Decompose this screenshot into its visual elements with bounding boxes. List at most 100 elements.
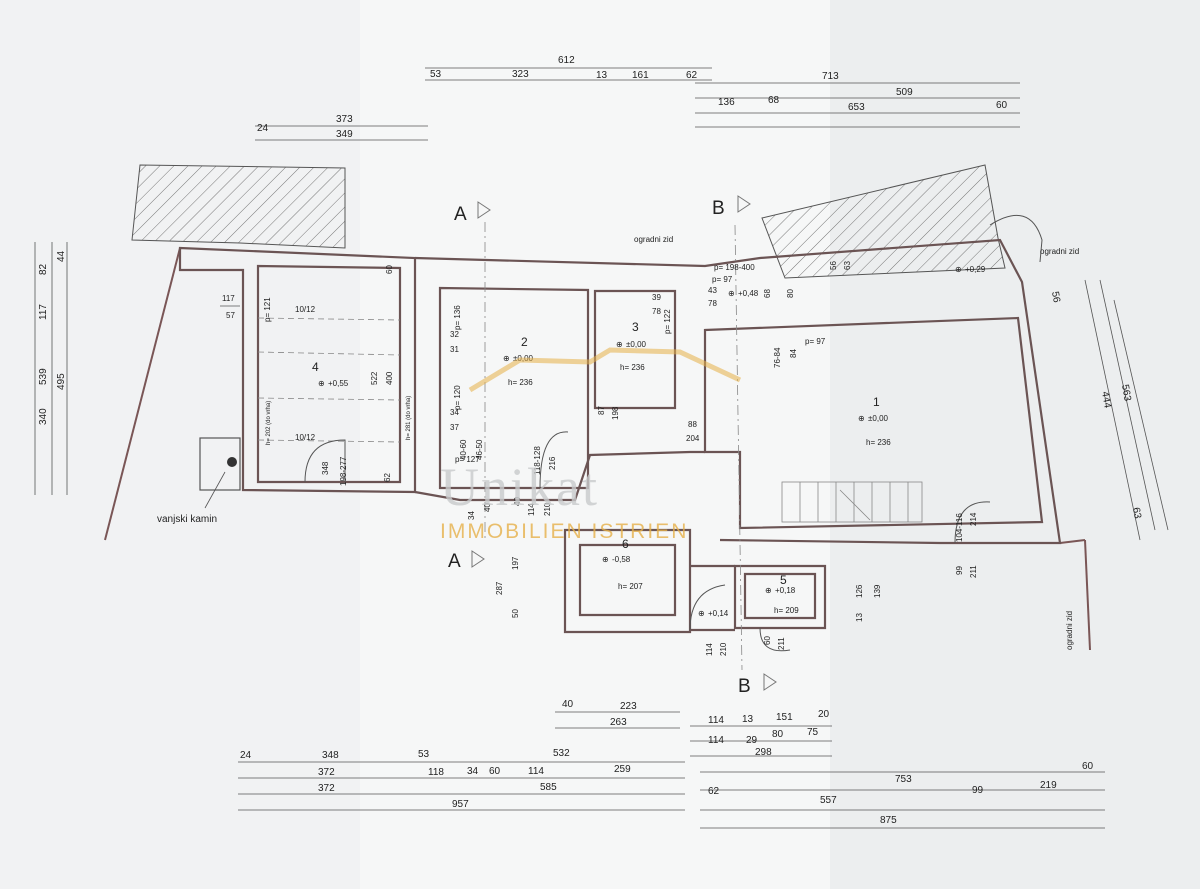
label-56: 56 bbox=[829, 261, 838, 270]
label-76-84: 76-84 bbox=[773, 347, 782, 368]
level-icon: ⊕ bbox=[318, 379, 325, 388]
dim-63: 63 bbox=[1130, 507, 1143, 520]
dim-136: 136 bbox=[718, 97, 735, 108]
dim-539: 539 bbox=[38, 368, 49, 385]
stairs bbox=[781, 481, 923, 523]
label-68: 68 bbox=[763, 289, 772, 298]
dim-24: 24 bbox=[257, 123, 269, 134]
boundary-lines bbox=[104, 247, 1091, 651]
room-5-level: +0,18 bbox=[775, 586, 796, 595]
terrain-hatch-right bbox=[761, 164, 1006, 279]
level-icon: ⊕ bbox=[858, 414, 865, 423]
label-522: 522 bbox=[370, 371, 379, 385]
section-markers: A A B B bbox=[448, 195, 777, 697]
room-2-number: 2 bbox=[521, 335, 528, 349]
paper-sheet-right bbox=[830, 0, 1200, 889]
left-dimension-labels: 539 82 44 117 495 340 bbox=[38, 250, 67, 425]
top-dimension-labels: 612 53 323 13 161 62 713 136 68 509 653 … bbox=[257, 55, 1008, 140]
watermark-logo: Unikat bbox=[440, 457, 599, 517]
label-10-12-a: 10/12 bbox=[295, 305, 316, 314]
room-6-level: -0,58 bbox=[612, 555, 631, 564]
dim-114b: 114 bbox=[708, 735, 724, 746]
label-114: 114 bbox=[527, 503, 536, 516]
label-118-128: 118-128 bbox=[533, 446, 542, 475]
room-6-height: h= 207 bbox=[618, 582, 643, 591]
terrain-hatch-left bbox=[131, 164, 346, 249]
dim-875: 875 bbox=[880, 815, 897, 826]
dim-323: 323 bbox=[512, 69, 529, 80]
note-ogradni-zid-3: ogradni zid bbox=[1065, 611, 1074, 650]
room-3: 3 ⊕ ±0,00 h= 236 bbox=[616, 320, 647, 372]
label-32: 32 bbox=[450, 330, 459, 339]
dim-60a: 60 bbox=[489, 766, 501, 777]
dim-114a: 114 bbox=[708, 715, 724, 726]
dim-75: 75 bbox=[807, 727, 819, 738]
label-40c: 40 bbox=[513, 497, 522, 506]
label-34b: 34 bbox=[467, 511, 476, 520]
level-029: +0,29 bbox=[965, 265, 986, 274]
room-3-number: 3 bbox=[632, 320, 639, 334]
label-348: 348 bbox=[321, 461, 330, 475]
dim-348: 348 bbox=[322, 750, 339, 761]
label-88: 88 bbox=[688, 420, 697, 429]
dim-373: 373 bbox=[336, 114, 353, 125]
dim-495: 495 bbox=[56, 373, 67, 390]
label-214: 214 bbox=[969, 512, 978, 526]
right-dimensions bbox=[1084, 279, 1169, 541]
dim-753: 753 bbox=[895, 774, 912, 785]
label-39: 39 bbox=[652, 293, 661, 302]
dim-263: 263 bbox=[610, 717, 627, 728]
dim-118: 118 bbox=[428, 767, 444, 778]
label-10-12-b: 10/12 bbox=[295, 433, 316, 442]
extra-levels: ⊕ +0,29 ⊕ +0,48 ⊕ +0,14 bbox=[698, 265, 986, 618]
notes: ogradni zid ogradni zid ogradni zid vanj… bbox=[157, 235, 1079, 650]
dim-114c: 114 bbox=[528, 766, 544, 777]
label-400: 400 bbox=[385, 371, 394, 385]
label-50: 50 bbox=[511, 609, 520, 618]
label-p97a: p= 97 bbox=[712, 275, 733, 284]
room-4-level: +0,55 bbox=[328, 379, 349, 388]
left-dimensions bbox=[34, 242, 68, 495]
label-139: 139 bbox=[873, 584, 882, 598]
dim-53: 53 bbox=[418, 749, 430, 760]
door-swings bbox=[304, 431, 991, 652]
label-62: 62 bbox=[383, 473, 392, 482]
label-p122: p= 122 bbox=[663, 309, 672, 334]
dim-13: 13 bbox=[742, 714, 754, 725]
dim-612: 612 bbox=[558, 55, 575, 66]
label-126: 126 bbox=[855, 584, 864, 598]
dim-372a: 372 bbox=[318, 767, 335, 778]
dim-298: 298 bbox=[755, 747, 772, 758]
room-2-height: h= 236 bbox=[508, 378, 533, 387]
room-4-number: 4 bbox=[312, 360, 319, 374]
dim-219: 219 bbox=[1040, 780, 1057, 791]
dim-585: 585 bbox=[540, 782, 557, 793]
dim-151: 151 bbox=[776, 712, 793, 723]
dim-557: 557 bbox=[820, 795, 837, 806]
label-198-277: 198-277 bbox=[339, 456, 348, 486]
door-swing-top-right bbox=[989, 215, 1043, 263]
dim-80: 80 bbox=[772, 729, 784, 740]
label-80: 80 bbox=[786, 289, 795, 298]
label-46-50: 46-50 bbox=[475, 439, 484, 460]
level-048: +0,48 bbox=[738, 289, 759, 298]
room-5-number: 5 bbox=[780, 573, 787, 587]
label-31: 31 bbox=[450, 345, 459, 354]
label-197: 197 bbox=[511, 556, 520, 570]
room4-beams bbox=[257, 317, 401, 443]
dim-20: 20 bbox=[818, 709, 830, 720]
room-1: 1 ⊕ ±0,00 h= 236 bbox=[858, 395, 891, 447]
label-60b: 60 bbox=[763, 636, 772, 645]
watermark-house-icon bbox=[468, 347, 742, 393]
dim-62: 62 bbox=[686, 70, 698, 81]
room-3-level: ±0,00 bbox=[626, 340, 647, 349]
section-a-top: A bbox=[454, 204, 467, 225]
label-287: 287 bbox=[495, 581, 504, 595]
label-p97b: p= 97 bbox=[805, 337, 826, 346]
dim-44: 44 bbox=[56, 250, 67, 262]
dim-372b: 372 bbox=[318, 783, 335, 794]
level-icon: ⊕ bbox=[602, 555, 609, 564]
dim-713: 713 bbox=[822, 71, 839, 82]
level-icon: ⊕ bbox=[765, 586, 772, 595]
note-ogradni-zid-1: ogradni zid bbox=[634, 235, 673, 244]
